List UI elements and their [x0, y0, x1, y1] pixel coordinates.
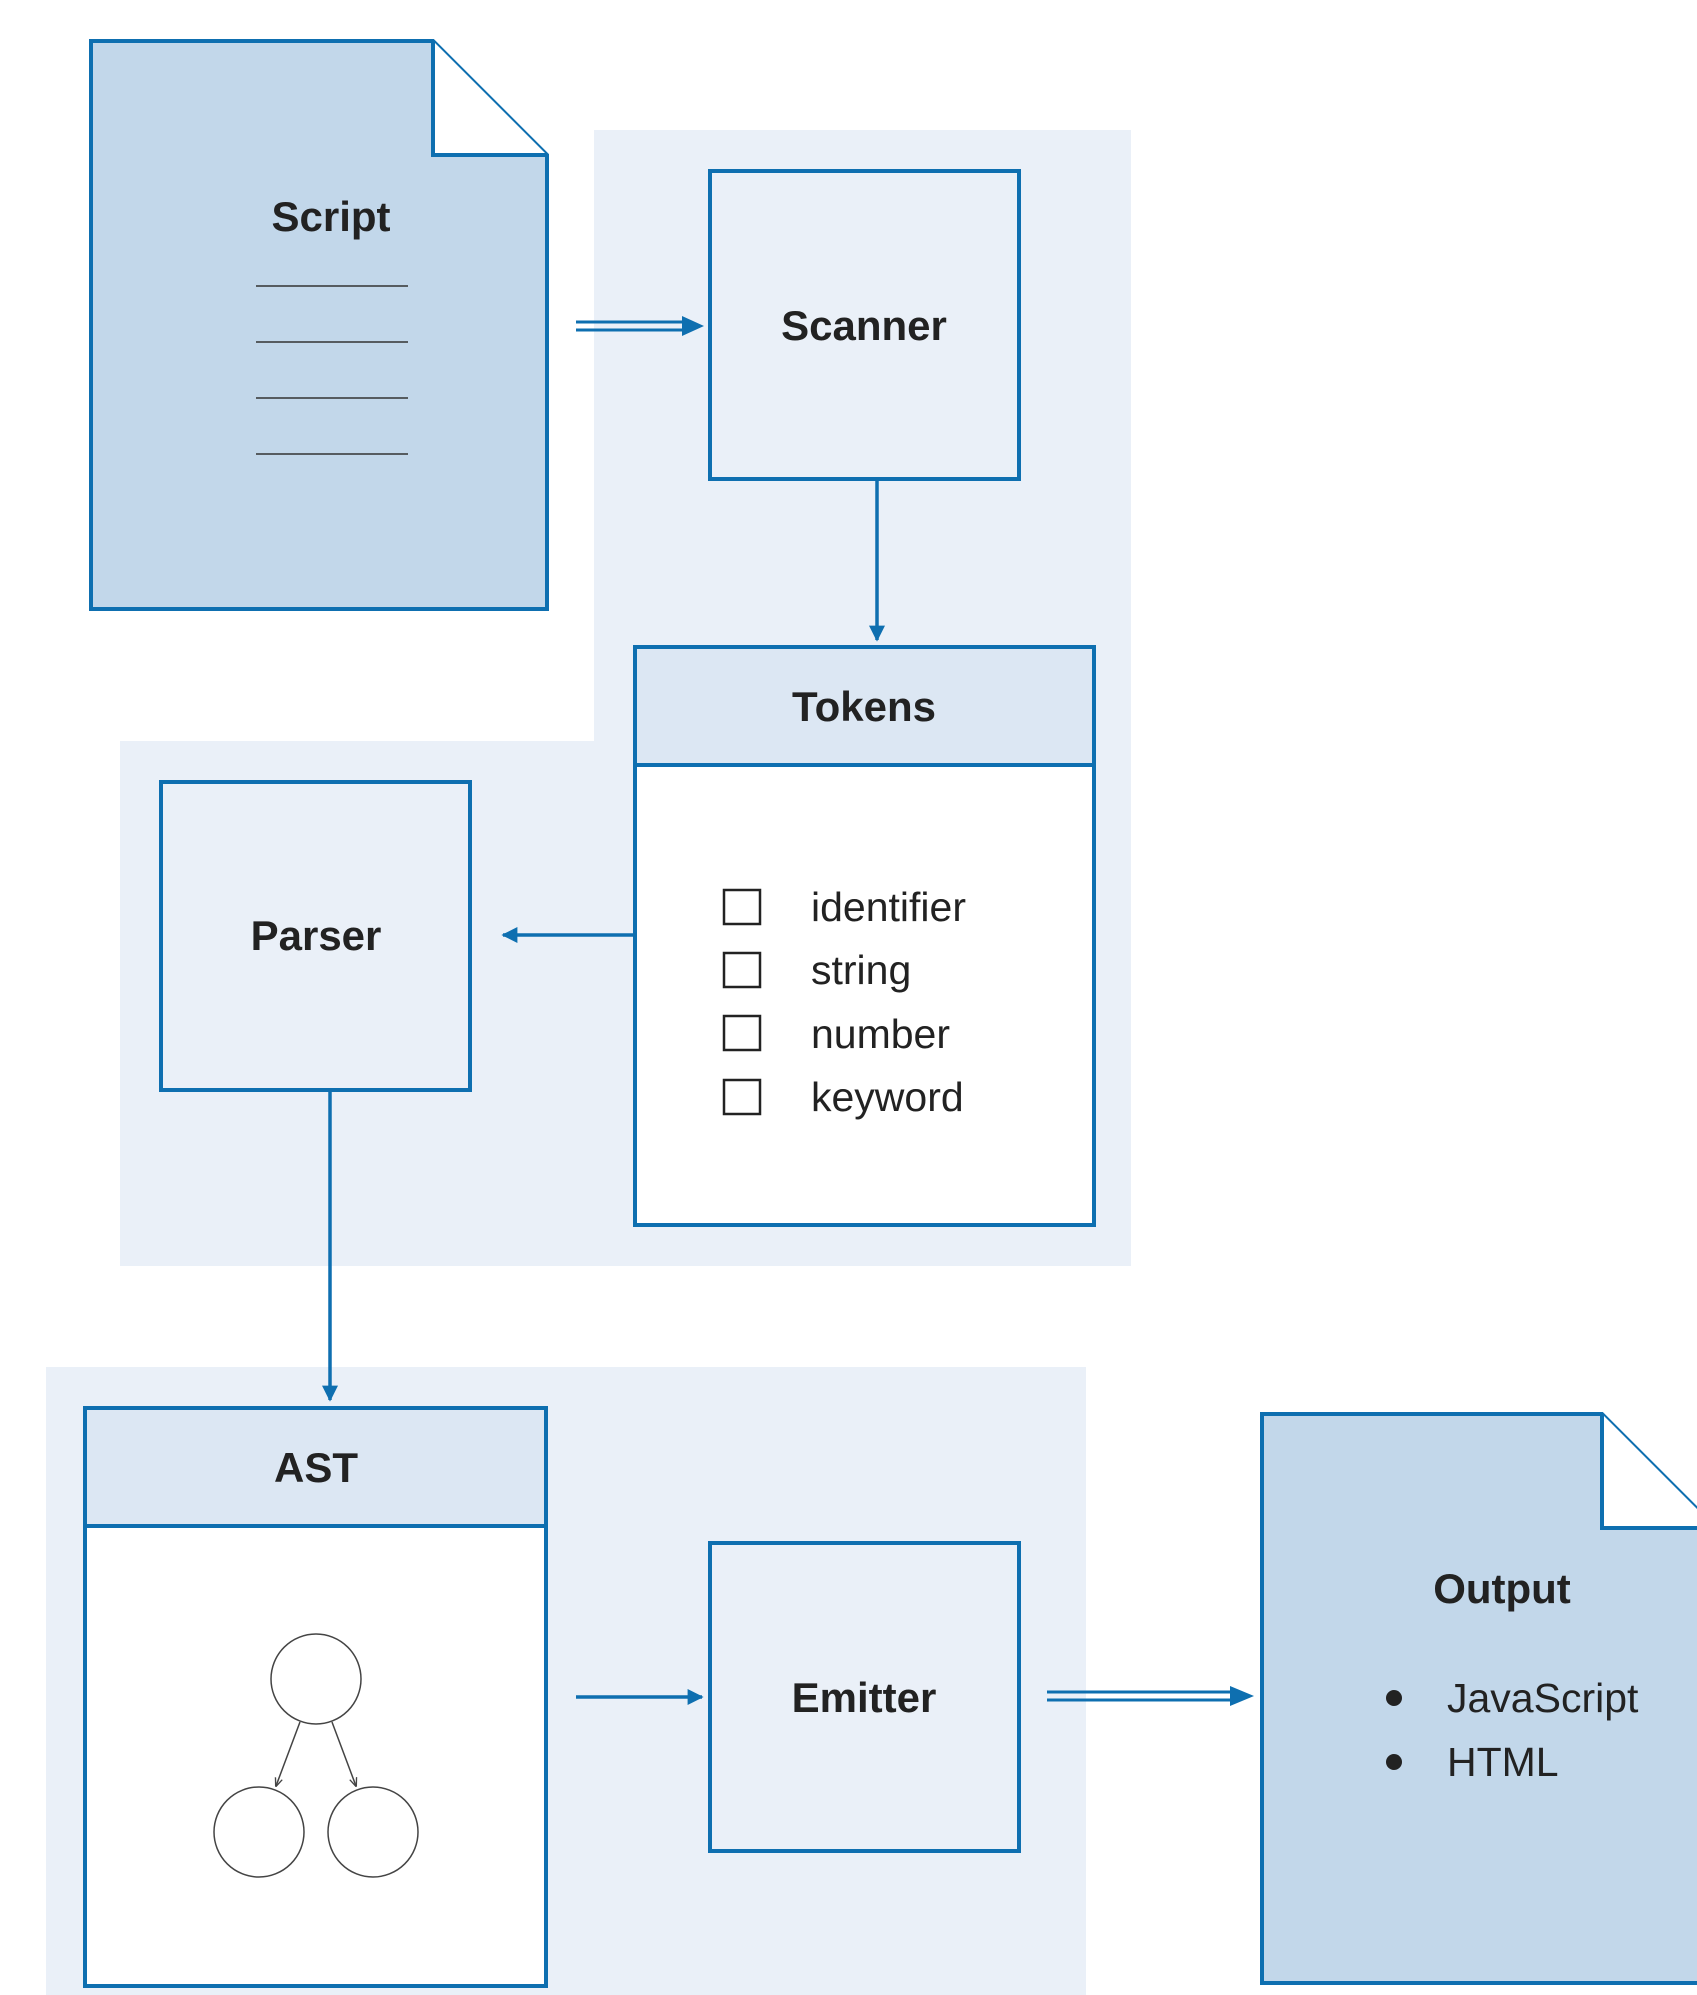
scanner-label: Scanner — [781, 302, 947, 349]
checkbox-icon — [722, 951, 762, 989]
emitter-box: Emitter — [708, 1541, 1021, 1853]
token-item: identifier — [811, 884, 966, 930]
output-document: Output JavaScript HTML — [1260, 1412, 1697, 1985]
emitter-label: Emitter — [792, 1674, 937, 1721]
bullet-icon — [1386, 1690, 1402, 1706]
tokens-title: Tokens — [792, 683, 936, 730]
output-item: HTML — [1447, 1739, 1559, 1785]
checkbox-icon — [722, 1078, 762, 1116]
scanner-box: Scanner — [708, 169, 1021, 481]
token-item: string — [811, 947, 911, 993]
tokens-list: identifier string number keyword — [722, 884, 966, 1120]
output-list: JavaScript HTML — [1386, 1675, 1639, 1785]
token-item: keyword — [811, 1074, 964, 1120]
output-item: JavaScript — [1447, 1675, 1639, 1721]
tokens-header — [633, 645, 1096, 767]
parser-box: Parser — [159, 780, 472, 1092]
ast-header — [83, 1406, 548, 1528]
token-item: number — [811, 1011, 950, 1057]
tree-icon — [213, 1633, 419, 1878]
script-title: Script — [271, 193, 390, 240]
script-text-lines — [256, 285, 408, 455]
output-title: Output — [1433, 1565, 1571, 1612]
tokens-box: Tokens identifier string number keyword — [633, 645, 1096, 1227]
script-document: Script — [89, 39, 549, 611]
script-to-scanner-arrow — [576, 316, 704, 336]
parser-label: Parser — [251, 912, 382, 959]
ast-title: AST — [274, 1444, 358, 1491]
bullet-icon — [1386, 1754, 1402, 1770]
checkbox-icon — [722, 1014, 762, 1052]
ast-box: AST — [83, 1406, 548, 1988]
emitter-to-output-arrow — [1047, 1686, 1254, 1706]
checkbox-icon — [722, 888, 762, 926]
